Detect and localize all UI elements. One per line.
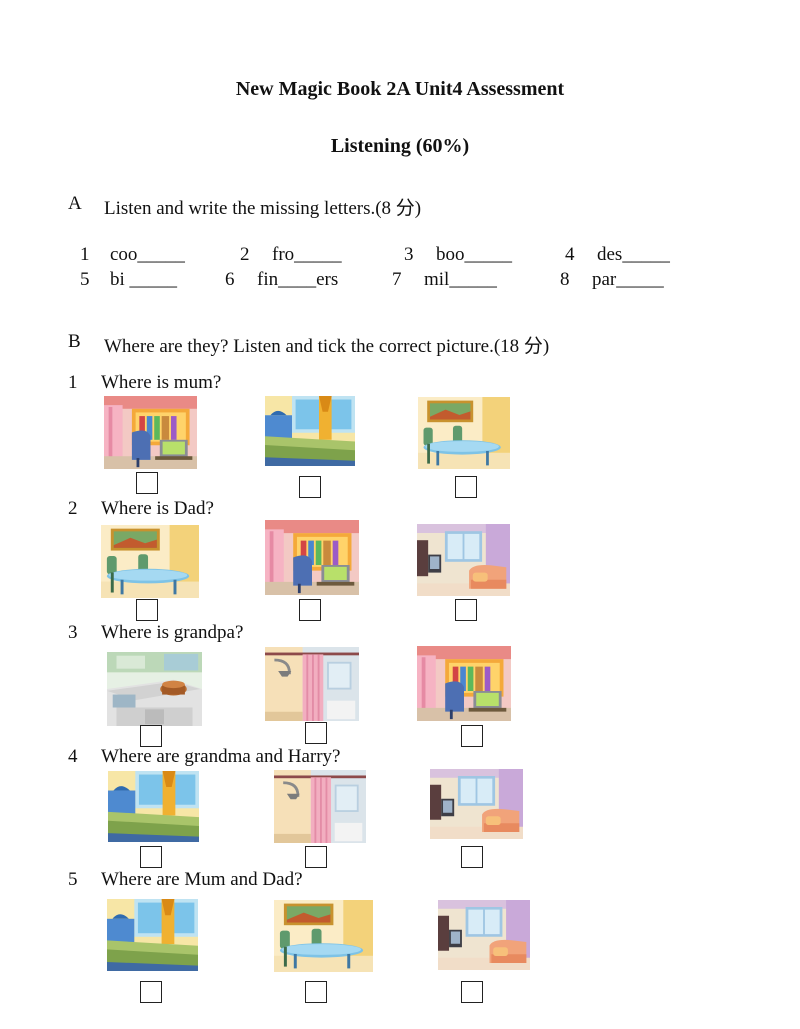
item-number: 4	[565, 244, 575, 265]
item-number: 5	[80, 269, 90, 290]
section-subtitle: Listening (60%)	[330, 135, 470, 157]
missing-letters-item: fro_____	[272, 244, 342, 265]
item-number: 6	[225, 269, 235, 290]
section-b-letter: B	[68, 331, 81, 352]
tick-checkbox[interactable]	[305, 722, 327, 744]
dining-room-picture	[418, 397, 510, 469]
item-number: 1	[80, 244, 90, 265]
missing-letters-item: des_____	[597, 244, 670, 265]
missing-letters-item: par_____	[592, 269, 664, 290]
question-number: 1	[68, 372, 78, 393]
tick-checkbox[interactable]	[140, 725, 162, 747]
tick-checkbox[interactable]	[136, 472, 158, 494]
question-number: 2	[68, 498, 78, 519]
item-number: 2	[240, 244, 250, 265]
study-picture	[265, 520, 359, 595]
bathroom-picture	[274, 770, 366, 843]
missing-letters-item: mil_____	[424, 269, 497, 290]
tick-checkbox[interactable]	[136, 599, 158, 621]
missing-letters-item: coo_____	[110, 244, 185, 265]
missing-letters-item: boo_____	[436, 244, 512, 265]
question-number: 3	[68, 622, 78, 643]
question-text: Where is grandpa?	[101, 622, 244, 643]
item-number: 3	[404, 244, 414, 265]
study-picture	[417, 646, 511, 721]
tick-checkbox[interactable]	[461, 981, 483, 1003]
question-text: Where are grandma and Harry?	[101, 746, 341, 767]
living-room-picture	[430, 769, 523, 839]
item-number: 7	[392, 269, 402, 290]
living-room-picture	[417, 524, 510, 596]
tick-checkbox[interactable]	[140, 981, 162, 1003]
bathroom-picture	[265, 647, 359, 721]
tick-checkbox[interactable]	[455, 476, 477, 498]
section-a-instruction: Listen and write the missing letters.(8 …	[104, 198, 422, 219]
kitchen-picture	[107, 652, 202, 726]
section-b-instruction: Where are they? Listen and tick the corr…	[104, 336, 550, 357]
tick-checkbox[interactable]	[299, 476, 321, 498]
tick-checkbox[interactable]	[305, 846, 327, 868]
section-a-letter: A	[68, 193, 82, 214]
question-number: 4	[68, 746, 78, 767]
question-text: Where is mum?	[101, 372, 222, 393]
missing-letters-item: bi _____	[110, 269, 178, 290]
tick-checkbox[interactable]	[299, 599, 321, 621]
question-text: Where are Mum and Dad?	[101, 869, 303, 890]
bedroom-picture	[107, 899, 198, 971]
dining-room-picture	[274, 900, 373, 972]
bedroom-picture	[265, 396, 355, 466]
dining-room-picture	[101, 525, 199, 598]
question-text: Where is Dad?	[101, 498, 214, 519]
tick-checkbox[interactable]	[461, 846, 483, 868]
living-room-picture	[438, 900, 530, 970]
item-number: 8	[560, 269, 570, 290]
missing-letters-item: fin____ers	[257, 269, 339, 290]
bedroom-picture	[108, 771, 199, 842]
question-number: 5	[68, 869, 78, 890]
tick-checkbox[interactable]	[140, 846, 162, 868]
tick-checkbox[interactable]	[455, 599, 477, 621]
tick-checkbox[interactable]	[305, 981, 327, 1003]
page-title: New Magic Book 2A Unit4 Assessment	[235, 78, 565, 100]
study-picture	[104, 396, 197, 469]
tick-checkbox[interactable]	[461, 725, 483, 747]
